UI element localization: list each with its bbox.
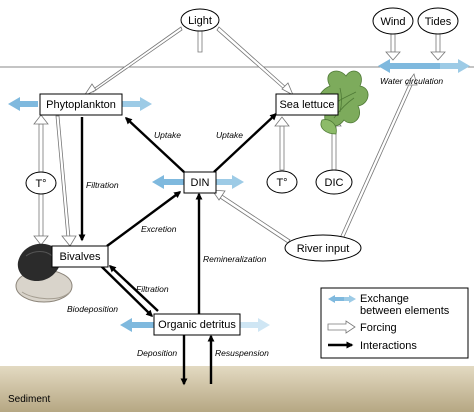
svg-text:Organic detritus: Organic detritus [158,319,236,331]
label-uptake-right: Uptake [216,130,243,140]
sediment-layer [0,366,474,412]
legend-exchange-line2: between elements [360,305,450,317]
node-dic: DIC [315,169,353,195]
svg-text:Phytoplankton: Phytoplankton [46,99,116,111]
legend-forcing: Forcing [360,322,397,334]
label-filtration-left: Filtration [86,180,119,190]
node-river-input: River input [284,234,362,262]
node-light: Light [180,8,220,32]
label-resuspension: Resuspension [215,348,269,358]
svg-text:Bivalves: Bivalves [60,251,101,263]
node-phytoplankton: Phytoplankton [39,93,123,116]
node-temp-right: T° [266,170,298,194]
label-biodeposition: Biodeposition [67,304,118,314]
legend-interactions: Interactions [360,340,417,352]
exchange-arrow-din [152,175,244,189]
svg-text:Tides: Tides [425,16,452,28]
node-tides: Tides [417,7,459,35]
svg-text:Light: Light [188,15,212,27]
label-water-circulation: Water circulation [380,76,443,86]
svg-text:Sea lettuce: Sea lettuce [279,99,334,111]
svg-text:Wind: Wind [380,16,405,28]
node-din: DIN [183,171,217,194]
exchange-arrow-phytoplankton [8,97,152,111]
forcing-arrows [33,26,446,247]
node-sea-lettuce: Sea lettuce [275,93,339,116]
interaction-arrows [78,113,278,386]
legend: Exchange between elements Forcing Intera… [320,287,469,359]
node-organic-detritus: Organic detritus [153,313,241,336]
exchange-arrow-detritus [120,318,270,332]
svg-text:River input: River input [297,243,350,255]
legend-exchange-line1: Exchange [360,293,409,305]
label-deposition: Deposition [137,348,177,358]
label-filtration-lower: Filtration [136,284,169,294]
svg-text:DIN: DIN [191,177,210,189]
label-remineralization: Remineralization [203,254,267,264]
legend-exchange-symbol [328,295,356,303]
svg-text:T°: T° [35,178,46,190]
svg-text:T°: T° [276,177,287,189]
node-bivalves: Bivalves [51,245,109,268]
bivalve-illustration [15,243,73,303]
node-wind: Wind [372,7,414,35]
sediment-label: Sediment [8,394,50,405]
exchange-arrow-water-circulation [378,59,470,73]
legend-forcing-symbol [327,320,356,334]
label-excretion: Excretion [141,224,177,234]
node-temp-left: T° [25,171,57,195]
label-uptake-left: Uptake [154,130,181,140]
svg-text:DIC: DIC [325,177,344,189]
